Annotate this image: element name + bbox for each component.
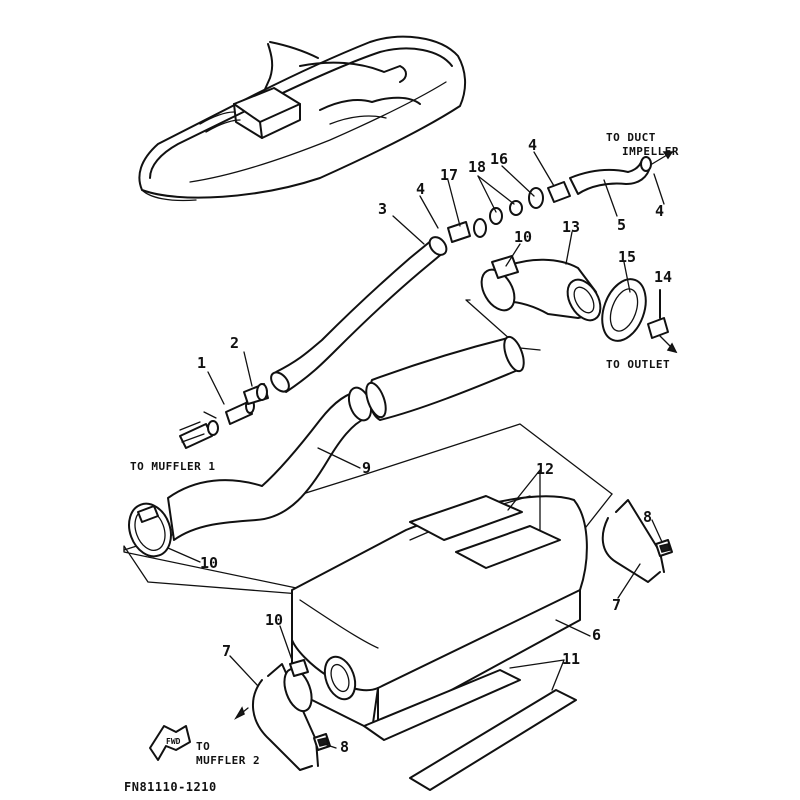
- callout-12: 12: [536, 460, 554, 478]
- pad-11: [363, 669, 577, 791]
- callout-7-left: 7: [222, 642, 231, 660]
- callout-6: 6: [592, 626, 601, 644]
- callout-3: 3: [378, 200, 387, 218]
- callout-numbers: 1 2 3 4 4 4 5 6 7 7 8 8 9 10 10 10 11 12…: [197, 136, 672, 756]
- callout-15: 15: [618, 248, 636, 266]
- fitting-16-17-18: [447, 181, 571, 243]
- callout-16: 16: [490, 150, 508, 168]
- callout-18: 18: [468, 158, 486, 176]
- callout-8-left: 8: [340, 738, 349, 756]
- note-muffler-2: MUFFLER 2: [196, 754, 260, 767]
- direction-notes: TO DUCT IMPELLER TO OUTLET TO MUFFLER 1 …: [130, 131, 679, 767]
- clamp-10-left: [128, 502, 172, 558]
- callout-2: 2: [230, 334, 239, 352]
- watercraft-illustration: [138, 35, 466, 202]
- callout-4-c: 4: [655, 202, 664, 220]
- hose-5: [569, 156, 652, 195]
- callout-8-right: 8: [643, 508, 652, 526]
- fwd-label: FWD: [166, 737, 181, 746]
- callout-14: 14: [654, 268, 672, 286]
- callout-17: 17: [440, 166, 458, 184]
- gasket-15: [601, 278, 647, 342]
- flow-arrows: [179, 151, 678, 720]
- fitting-assembly-1-2: [179, 383, 269, 449]
- strap-7-right: [601, 499, 665, 583]
- callout-9: 9: [362, 459, 371, 477]
- bolt-8-right: [655, 539, 673, 557]
- pad-12: [409, 495, 561, 569]
- note-to-duct: TO DUCT: [606, 131, 656, 144]
- callout-10-lower: 10: [265, 611, 283, 629]
- callout-5: 5: [617, 216, 626, 234]
- bolt-8-left: [313, 733, 331, 751]
- note-to-muffler-1: TO MUFFLER 1: [130, 460, 215, 473]
- clamp-10-lower: [283, 659, 313, 713]
- leader-lines: [167, 151, 665, 749]
- callout-1: 1: [197, 354, 206, 372]
- callout-7-right: 7: [612, 596, 621, 614]
- callout-11: 11: [562, 650, 580, 668]
- callout-4-b: 4: [528, 136, 537, 154]
- callout-4-a: 4: [416, 180, 425, 198]
- elbow-13: [480, 255, 602, 322]
- hose-3: [270, 236, 448, 393]
- bolt-14: [647, 289, 669, 339]
- note-impeller: IMPELLER: [622, 145, 679, 158]
- note-to: TO: [196, 740, 210, 753]
- callout-10-left: 10: [200, 554, 218, 572]
- figure-code: FN81110-1210: [124, 780, 217, 794]
- fwd-arrow-icon: FWD: [149, 725, 191, 761]
- note-to-outlet: TO OUTLET: [606, 358, 670, 371]
- callout-13: 13: [562, 218, 580, 236]
- callout-10-upper: 10: [514, 228, 532, 246]
- hose-9: [167, 335, 525, 541]
